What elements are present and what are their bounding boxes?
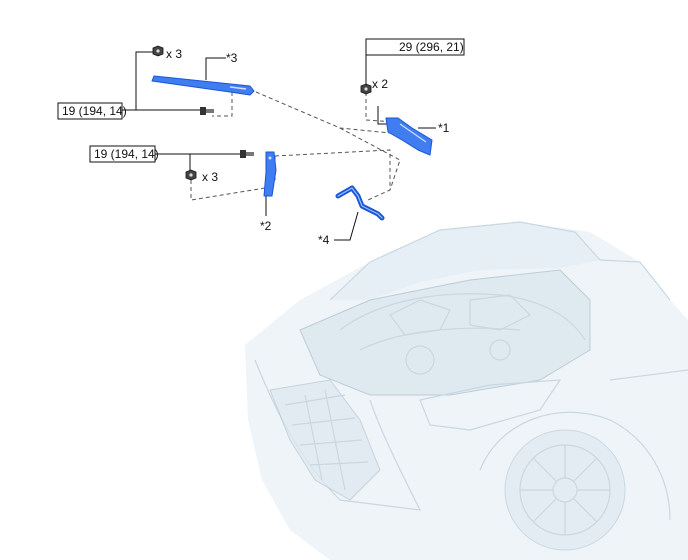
torque-value-upper-right: 29 (296, 21) <box>399 40 464 54</box>
nut-quantity-part1: x 2 <box>372 77 388 91</box>
part-1-bracket <box>385 117 433 156</box>
part-3-brace <box>151 75 255 96</box>
hex-nut-icon <box>152 45 164 57</box>
nut-quantity-part3: x 3 <box>166 47 182 61</box>
part-4-rod <box>335 185 385 221</box>
torque-value-middle-left: 19 (194, 14) <box>94 147 159 161</box>
nut-quantity-part2: x 3 <box>202 170 218 184</box>
assembly-guide-lines <box>190 91 421 201</box>
torque-callout-upper-left: 19 (194, 14) <box>57 102 127 120</box>
vehicle-illustration <box>245 221 688 560</box>
torque-value-upper-left: 19 (194, 14) <box>62 104 127 118</box>
hex-nut-icon <box>360 83 372 95</box>
part-label-2: *2 <box>260 219 272 233</box>
torque-callout-upper-right: 29 (296, 21) <box>365 38 465 56</box>
hex-nut-icon <box>185 169 197 181</box>
flange-bolt-icon <box>240 150 254 158</box>
part-label-4: *4 <box>318 233 330 247</box>
leader-lines <box>122 46 436 241</box>
part-2-brace <box>263 151 277 197</box>
part-label-1: *1 <box>438 121 450 135</box>
part-label-3: *3 <box>226 51 238 65</box>
torque-callout-middle-left: 19 (194, 14) <box>89 145 159 163</box>
flange-bolt-icon <box>200 107 214 115</box>
